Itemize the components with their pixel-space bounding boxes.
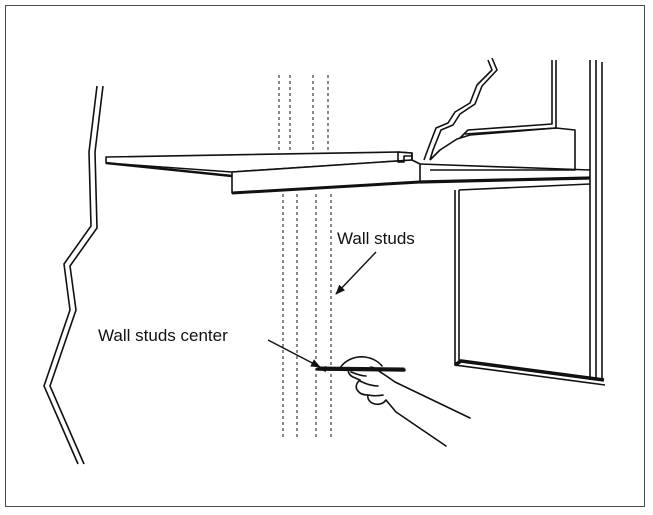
hand-with-pencil	[316, 356, 471, 447]
figure-frame	[5, 5, 645, 507]
cabinet-bottom-shelf	[105, 151, 421, 195]
appliance-body	[454, 183, 606, 386]
wall-break-line	[43, 85, 104, 465]
upper-cabinet	[397, 57, 603, 380]
wall-studs-label: Wall studs	[337, 229, 415, 248]
wall-studs-center-leader-line	[267, 339, 321, 368]
wall-studs-leader-line	[335, 251, 377, 295]
wall-studs-center-label: Wall studs center	[98, 326, 228, 345]
wall-studs-dashed-lines	[278, 75, 332, 438]
